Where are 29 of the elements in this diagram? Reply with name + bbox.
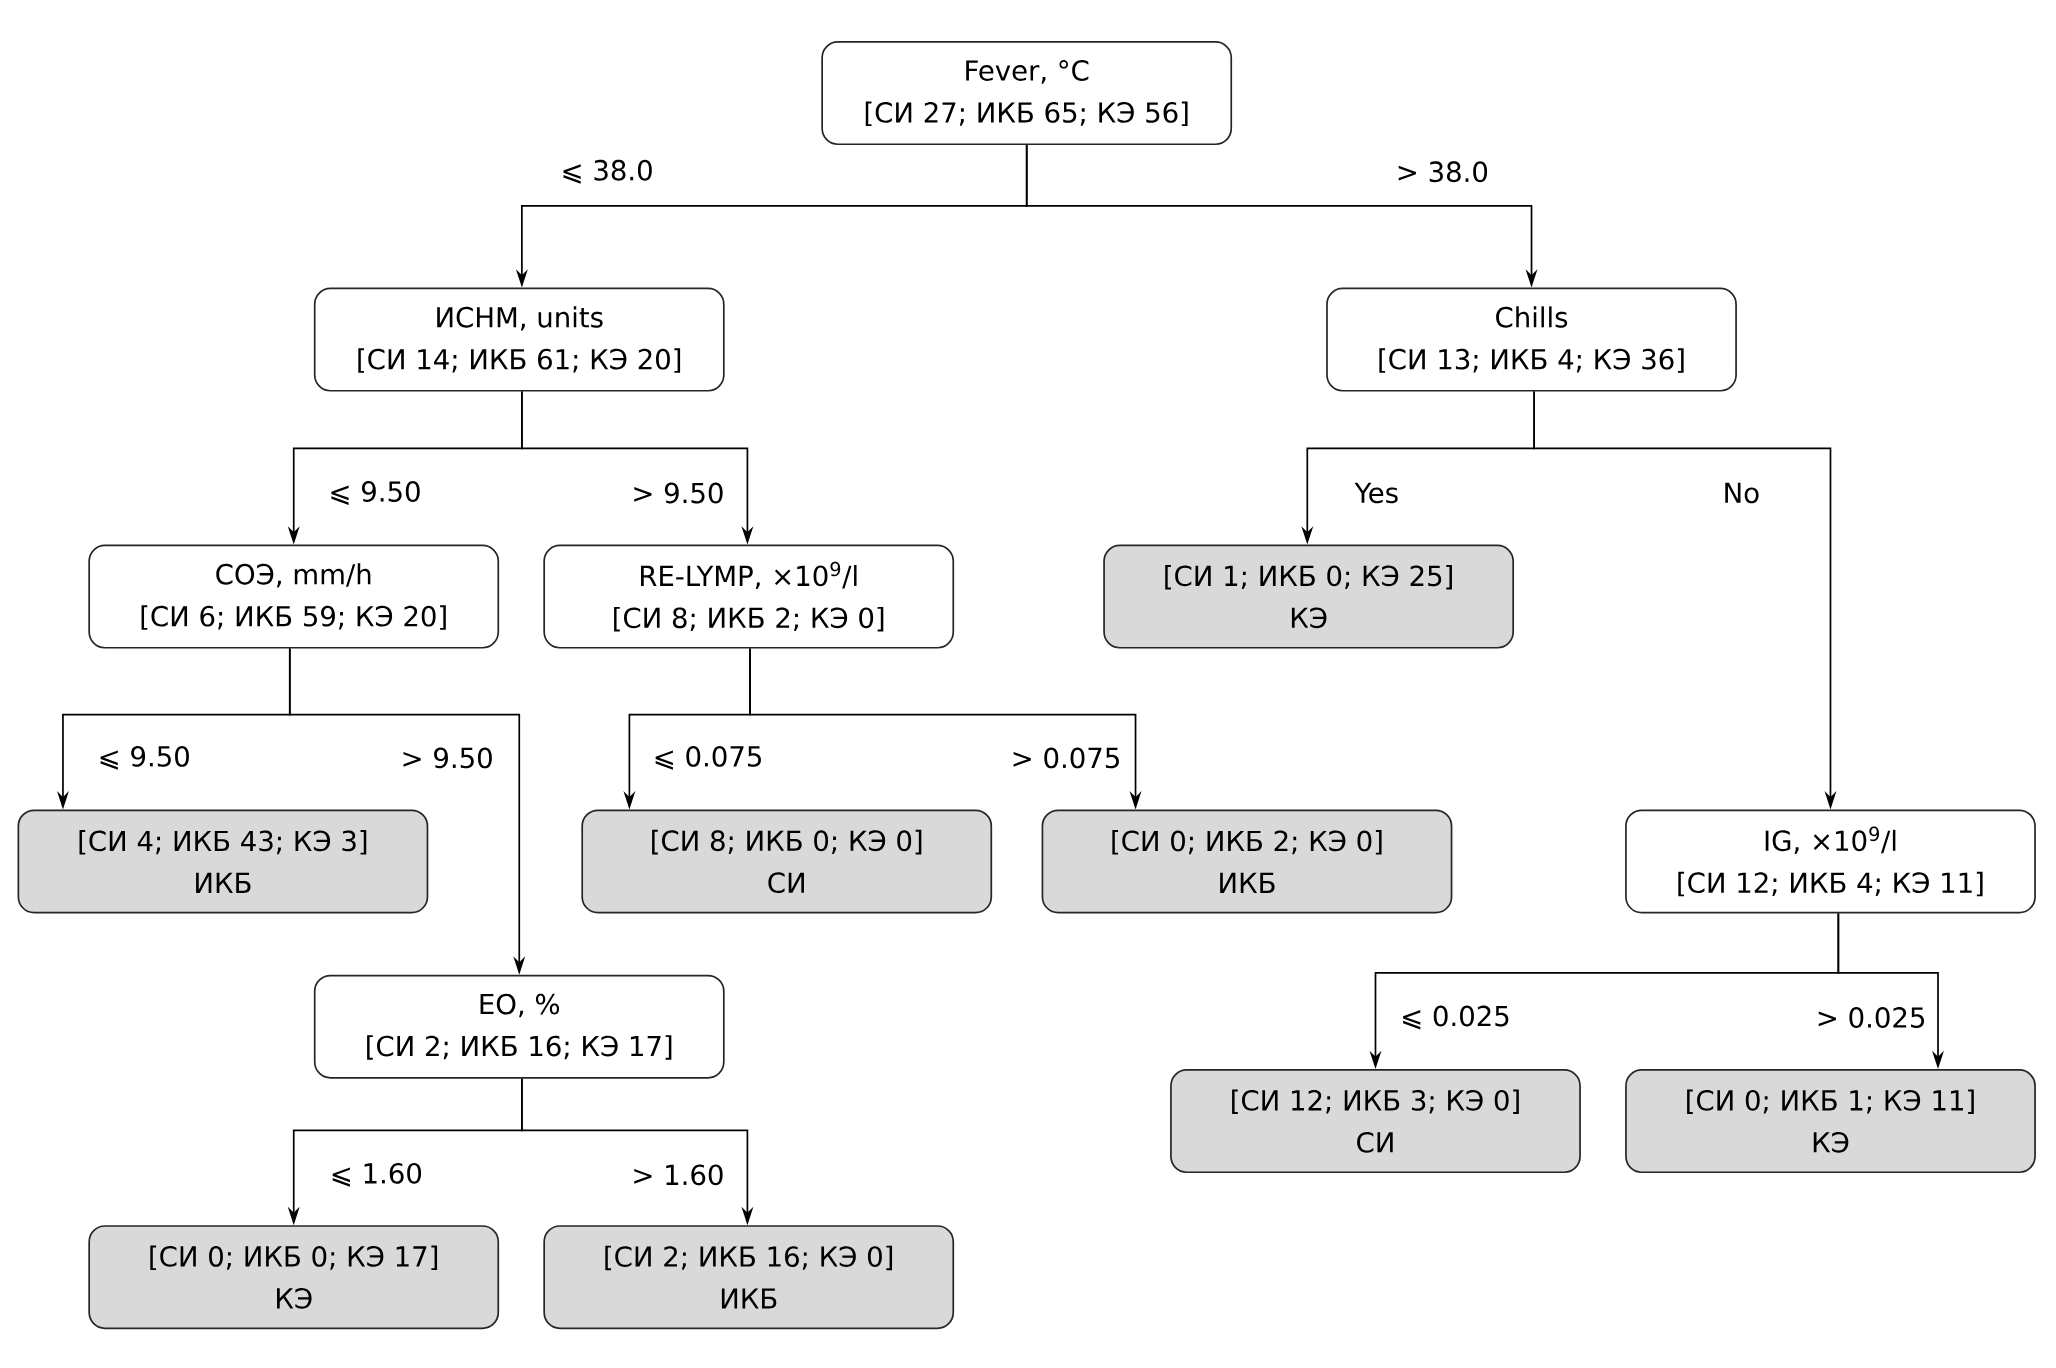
edge-label: ⩽ 0.075 [650,743,766,773]
edge-label: > 1.60 [628,1162,728,1189]
decision-box: RE-LYMP, ×10$^{9}$/l [СИ 8; ИКБ 2; КЭ 0] [543,544,955,649]
leaf-box: [СИ 8; ИКБ 0; КЭ 0] СИ [581,809,993,914]
decision-box: EO, % [СИ 2; ИКБ 16; КЭ 17] [313,974,725,1079]
decision-box: Chills [СИ 13; ИКБ 4; КЭ 36] [1326,287,1737,392]
edge-label: > 9.50 [628,480,728,507]
leaf-box: [СИ 0; ИКБ 2; КЭ 0] ИКБ [1041,809,1453,914]
decision-box: Fever, °C [СИ 27; ИКБ 65; КЭ 56] [821,41,1233,146]
edge-label: ⩽ 38.0 [557,157,657,187]
leaf-box: [СИ 4; ИКБ 43; КЭ 3] ИКБ [17,809,429,914]
leaf-box: [СИ 1; ИКБ 0; КЭ 25] КЭ [1103,544,1514,649]
leaf-box: [СИ 12; ИКБ 3; КЭ 0] СИ [1170,1069,1581,1174]
edge-label: ⩽ 9.50 [325,478,425,508]
decision-box: IG, ×10$^{9}$/l [СИ 12; ИКБ 4; КЭ 11] [1625,809,2036,914]
edge-label: ⩽ 1.60 [327,1160,426,1190]
edge-label: > 0.025 [1813,1004,1930,1031]
edge-label: No [1720,480,1763,507]
leaf-box: [СИ 0; ИКБ 1; КЭ 11] КЭ [1625,1069,2036,1174]
edge-label: ⩽ 9.50 [95,743,194,773]
edge-label: ⩽ 0.025 [1397,1003,1514,1033]
leaf-box: [СИ 0; ИКБ 0; КЭ 17] КЭ [88,1225,500,1330]
edge-label: Yes [1351,480,1402,507]
decision-box: СОЭ, mm/h [СИ 6; ИКБ 59; КЭ 20] [88,544,500,649]
edge-label: > 38.0 [1393,158,1492,185]
leaf-box: [СИ 2; ИКБ 16; КЭ 0] ИКБ [543,1225,955,1330]
decision-box: ИСНМ, units [СИ 14; ИКБ 61; КЭ 20] [313,287,725,392]
edge-label: > 0.075 [1008,745,1124,772]
edge-label: > 9.50 [397,745,497,772]
